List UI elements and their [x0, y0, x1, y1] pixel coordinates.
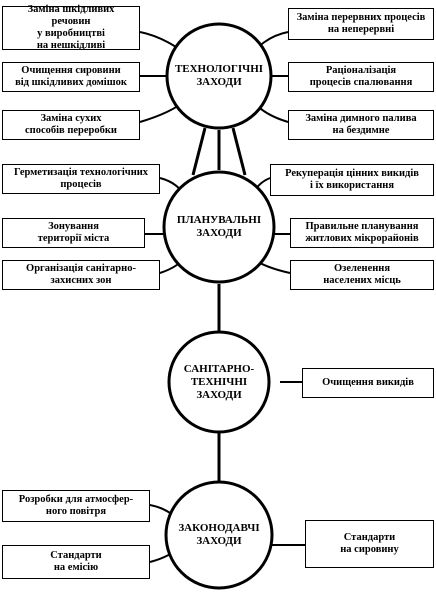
legal-right-label-1: Стандарти на сировину	[340, 532, 399, 555]
tech-left-label-3: Заміна сухих способів переробки	[25, 113, 117, 136]
plan-left-label-2: Зонування території міста	[37, 221, 110, 244]
tech-left-box-2: Очищення сировини від шкідливих домішок	[2, 62, 140, 92]
plan-left-box-1: Герметизація технологічних процесів	[2, 164, 160, 194]
plan-left-label-3: Організація санітарно- захисних зон	[26, 263, 136, 286]
tech-right-label-2: Раціоналізація процесів спалювання	[309, 65, 413, 88]
tech-right-box-2: Раціоналізація процесів спалювання	[288, 62, 434, 92]
circle-tech	[165, 22, 273, 130]
tech-left-box-3: Заміна сухих способів переробки	[2, 110, 140, 140]
plan-left-box-3: Організація санітарно- захисних зон	[2, 260, 160, 290]
tech-right-label-3: Заміна димного палива на бездимне	[305, 113, 417, 136]
tech-left-label-2: Очищення сировини від шкідливих домішок	[15, 65, 127, 88]
circle-plan	[162, 170, 276, 284]
center-label-tech: ТЕХНОЛОГІЧНІ ЗАХОДИ	[172, 56, 266, 96]
legal-left-box-1: Розробки для атмосфер- ного повітря	[2, 490, 150, 522]
tech-right-box-3: Заміна димного палива на бездимне	[288, 110, 434, 140]
circles	[162, 22, 276, 590]
plan-right-label-1: Рекуперація цінних викидів і їх використ…	[285, 168, 419, 191]
plan-right-box-2: Правильне планування житлових мікрорайон…	[290, 218, 434, 248]
plan-right-box-3: Озеленення населених місць	[290, 260, 434, 290]
plan-left-label-1: Герметизація технологічних процесів	[13, 167, 149, 190]
tech-left-box-1: Заміна шкідливих речовин у виробництві н…	[2, 4, 140, 51]
plan-left-box-2: Зонування території міста	[2, 218, 145, 248]
center-text-tech: ТЕХНОЛОГІЧНІ ЗАХОДИ	[174, 63, 264, 88]
tech-left-label-1: Заміна шкідливих речовин у виробництві н…	[27, 4, 115, 51]
sanit-right-label-1: Очищення викидів	[322, 377, 414, 388]
legal-left-box-2: Стандарти на емісію	[2, 545, 150, 579]
tech-right-box-1: Заміна перервних процесів на неперервні	[288, 8, 434, 40]
link-tech-plan-left	[191, 127, 207, 176]
link-tech-plan-right	[231, 127, 247, 176]
plan-right-box-1: Рекуперація цінних викидів і їх використ…	[270, 164, 434, 196]
legal-left-label-2: Стандарти на емісію	[50, 550, 102, 573]
center-text-sanit: САНІТАРНО- ТЕХНІЧНІ ЗАХОДИ	[183, 362, 255, 401]
center-text-plan: ПЛАНУВАЛЬНІ ЗАХОДИ	[176, 214, 262, 239]
tech-right-label-1: Заміна перервних процесів на неперервні	[296, 12, 426, 35]
circle-legal	[164, 480, 274, 590]
center-label-legal: ЗАКОНОДАВЧІ ЗАХОДИ	[172, 515, 266, 555]
plan-right-label-3: Озеленення населених місць	[323, 263, 401, 286]
center-text-legal: ЗАКОНОДАВЧІ ЗАХОДИ	[178, 522, 260, 547]
center-label-plan: ПЛАНУВАЛЬНІ ЗАХОДИ	[170, 207, 268, 247]
legal-right-box-1: Стандарти на сировину	[305, 520, 434, 568]
legal-left-label-1: Розробки для атмосфер- ного повітря	[18, 494, 134, 517]
circle-sanit	[167, 330, 271, 434]
sanit-right-box-1: Очищення викидів	[302, 368, 434, 398]
plan-right-label-2: Правильне планування житлових мікрорайон…	[305, 221, 419, 244]
center-label-sanit: САНІТАРНО- ТЕХНІЧНІ ЗАХОДИ	[170, 362, 268, 402]
